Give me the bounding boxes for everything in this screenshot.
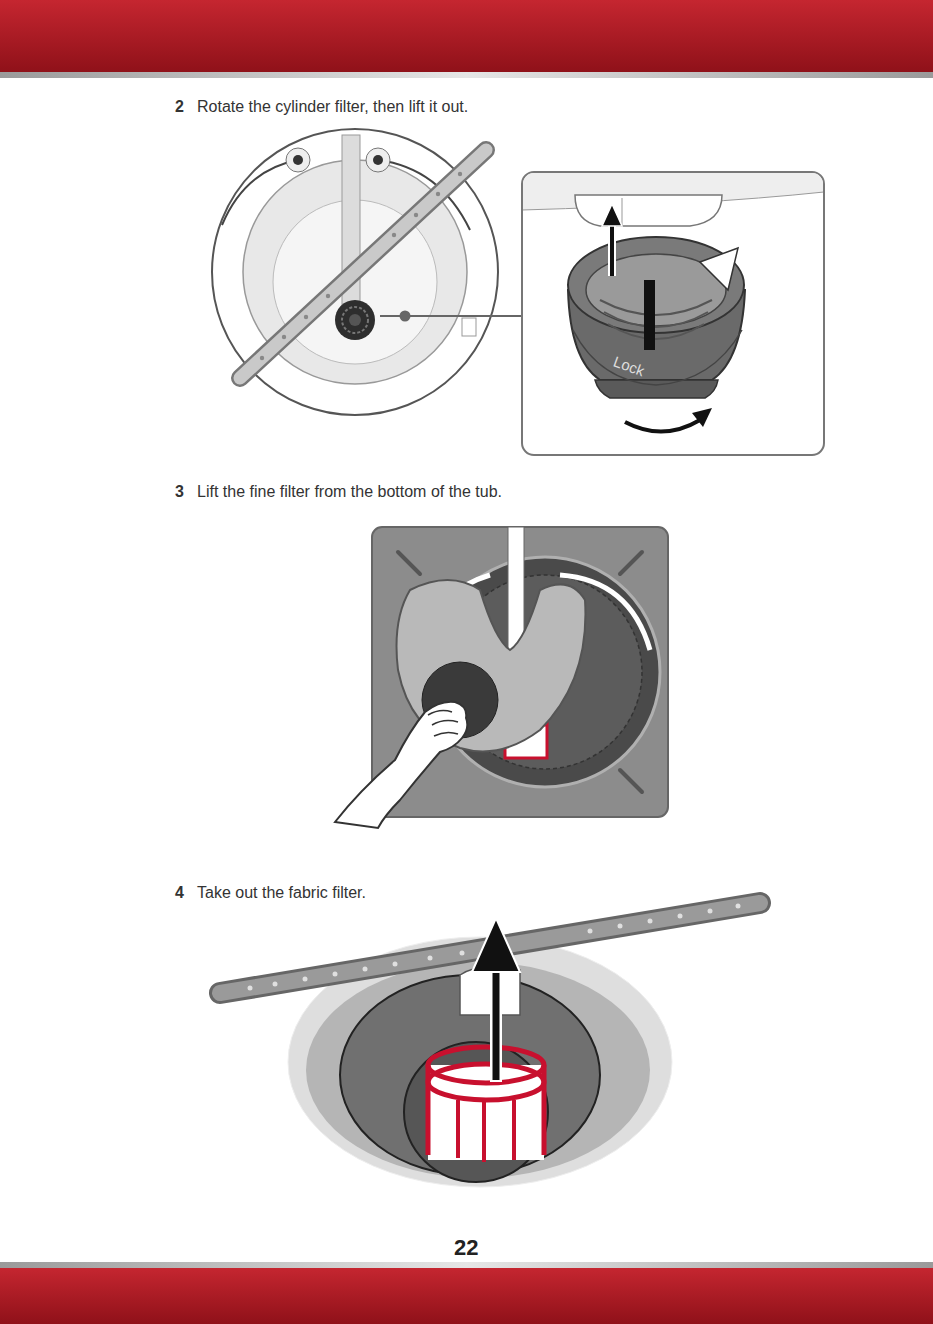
sump-illustration-part bbox=[460, 951, 465, 956]
sump-illustration-part bbox=[428, 956, 433, 961]
page-number: 22 bbox=[454, 1235, 478, 1261]
cylinder-filter-part bbox=[608, 324, 704, 339]
cylinder-filter-part bbox=[600, 300, 712, 339]
tub-illustration-part bbox=[335, 300, 375, 340]
lock-marking: Lock bbox=[611, 353, 647, 381]
tub-illustration-part bbox=[260, 356, 264, 360]
cylinder-filter-part bbox=[604, 312, 708, 327]
tub-illustration-part bbox=[436, 192, 440, 196]
sump-illustration-part bbox=[588, 929, 593, 934]
step-number: 4 bbox=[175, 883, 184, 902]
footer-bar-part bbox=[0, 1262, 933, 1268]
sump-illustration-part bbox=[303, 977, 308, 982]
sump-illustration-part bbox=[426, 1065, 431, 1155]
cylinder-filter-part bbox=[595, 380, 718, 398]
sump-illustration-part bbox=[393, 962, 398, 967]
header-bar-part bbox=[0, 0, 933, 72]
hand-part bbox=[434, 732, 458, 736]
tub-floor-illustration-part bbox=[620, 552, 642, 574]
lift-arrow-part bbox=[602, 204, 622, 226]
rotate-arrow-part bbox=[625, 420, 700, 432]
tub-illustration-part bbox=[304, 315, 308, 319]
tub-illustration-part bbox=[222, 160, 298, 225]
tub-floor-illustration-part bbox=[398, 552, 420, 574]
cylinder-filter-part bbox=[622, 198, 623, 226]
take-out-arrow bbox=[472, 918, 520, 1082]
rotate-arrow-part bbox=[692, 408, 712, 427]
cylinder-filter-part bbox=[700, 248, 738, 290]
lift-arrow-part bbox=[610, 222, 614, 276]
tub-illustration-part bbox=[282, 335, 286, 339]
hand-part bbox=[335, 702, 467, 828]
tub-illustration-part bbox=[366, 148, 390, 172]
tub-illustration-part bbox=[240, 150, 486, 378]
cylinder-filter bbox=[523, 173, 823, 398]
tub-illustration-part bbox=[286, 148, 310, 172]
tub-illustration-part bbox=[414, 213, 418, 217]
inset-frame bbox=[522, 172, 824, 455]
sump-illustration-part bbox=[708, 909, 713, 914]
sump-illustration-part bbox=[306, 962, 650, 1178]
take-out-arrow-part bbox=[493, 962, 500, 1080]
leader-line-part bbox=[400, 311, 411, 322]
tub-illustration-part bbox=[326, 294, 330, 298]
tub-illustration-part bbox=[392, 233, 396, 237]
tub-illustration-part bbox=[349, 314, 361, 326]
sump-illustration-part bbox=[333, 972, 338, 977]
sump-illustration-part bbox=[428, 1064, 544, 1100]
tub-illustration bbox=[212, 129, 498, 415]
tub-illustration-part bbox=[240, 150, 486, 378]
sump-illustration bbox=[220, 903, 760, 1187]
header-bar-part bbox=[0, 72, 933, 78]
cylinder-filter-part bbox=[575, 195, 722, 226]
tub-illustration-part bbox=[342, 307, 368, 333]
sump-illustration-part bbox=[648, 919, 653, 924]
tub-floor-illustration-part bbox=[620, 770, 642, 792]
tub-illustration-part bbox=[373, 155, 383, 165]
footer-bar bbox=[0, 1262, 933, 1324]
tub-illustration-part bbox=[293, 155, 303, 165]
inset-frame-part bbox=[522, 172, 824, 455]
sump-illustration-part bbox=[542, 1065, 547, 1155]
cylinder-filter-part bbox=[600, 300, 712, 315]
tub-illustration-part bbox=[458, 172, 462, 176]
cylinder-filter-part bbox=[644, 280, 655, 350]
header-bar bbox=[0, 0, 933, 78]
sump-illustration-part bbox=[273, 982, 278, 987]
sump-illustration-part bbox=[736, 904, 741, 909]
lift-arrow bbox=[602, 204, 622, 276]
hand bbox=[335, 702, 467, 828]
hand-part bbox=[428, 711, 452, 715]
tub-illustration-part bbox=[462, 318, 476, 336]
sump-illustration-part bbox=[456, 1100, 460, 1158]
hand-part bbox=[432, 721, 458, 725]
sump-illustration-part bbox=[482, 1100, 486, 1162]
step-number: 2 bbox=[175, 97, 184, 116]
rotate-arrow bbox=[625, 408, 712, 432]
sump-illustration-part bbox=[618, 924, 623, 929]
take-out-arrow-part bbox=[490, 960, 502, 1082]
footer-bar-part bbox=[0, 1268, 933, 1324]
cylinder-filter-part bbox=[568, 237, 744, 333]
cylinder-filter-part bbox=[573, 330, 742, 385]
sump-illustration-part bbox=[248, 986, 253, 991]
sump-illustration-part bbox=[678, 914, 683, 919]
sump-illustration-part bbox=[363, 967, 368, 972]
step-text: Rotate the cylinder filter, then lift it… bbox=[197, 97, 468, 116]
tub-illustration-part bbox=[260, 172, 462, 360]
lift-arrow-part bbox=[608, 222, 616, 276]
leader-line bbox=[380, 311, 522, 322]
sump-illustration-part bbox=[512, 1100, 516, 1160]
take-out-arrow-part bbox=[472, 918, 520, 972]
sump-illustration-part bbox=[404, 1042, 548, 1182]
step-text: Lift the fine filter from the bottom of … bbox=[197, 482, 502, 501]
step-text: Take out the fabric filter. bbox=[197, 883, 366, 902]
step-number: 3 bbox=[175, 482, 184, 501]
tub-illustration-part bbox=[212, 129, 498, 415]
